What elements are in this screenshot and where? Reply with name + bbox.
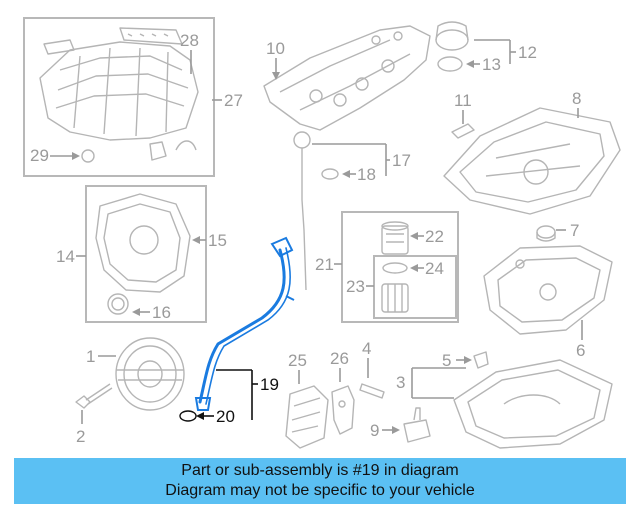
part-13-callout: 13 (466, 55, 501, 74)
part-26-callout: 26 (330, 349, 349, 382)
part-label-29: 29 (30, 146, 49, 165)
part-15-callout: 15 (192, 231, 227, 250)
part-17-callout: 17 (312, 143, 411, 176)
part-label-13: 13 (482, 55, 501, 74)
part-label-26: 26 (330, 349, 349, 368)
gasket-26-drawing (331, 385, 355, 435)
dipstick-tube-drawing (179, 236, 295, 422)
part-label-16: 16 (152, 303, 171, 322)
banner-line-1: Part or sub-assembly is #19 in diagram (181, 462, 459, 479)
part-10-callout: 10 (266, 39, 285, 80)
oil-pan-upper-drawing (443, 107, 621, 215)
valve-cover-drawing (263, 25, 431, 131)
part-27-callout: 27 (212, 91, 243, 110)
dipstick-drawing (293, 131, 339, 291)
part-label-27: 27 (224, 91, 243, 110)
part-5-callout: 5 (442, 351, 472, 370)
intake-manifold-drawing (39, 27, 199, 163)
part-label-10: 10 (266, 39, 285, 58)
part-9-callout: 9 (370, 421, 400, 440)
part-label-15: 15 (208, 231, 227, 250)
part-label-2: 2 (76, 427, 85, 446)
part-21-callout: 21 (315, 255, 342, 274)
part-12-callout: 12 (474, 39, 537, 64)
part-label-9: 9 (370, 421, 379, 440)
part-label-24: 24 (425, 259, 444, 278)
part-4-callout: 4 (359, 339, 385, 399)
banner-line-2: Diagram may not be specific to your vehi… (165, 482, 475, 499)
timing-cover-drawing (95, 193, 191, 315)
part-16-callout: 16 (132, 303, 171, 322)
info-banner: Part or sub-assembly is #19 in diagram D… (14, 458, 626, 504)
part-22-callout: 22 (410, 227, 444, 246)
part-1-callout: 1 (86, 347, 116, 366)
part-label-22: 22 (425, 227, 444, 246)
part-label-6: 6 (576, 341, 585, 360)
part-label-28: 28 (180, 31, 199, 50)
part-label-12: 12 (518, 43, 537, 62)
part-label-18: 18 (357, 165, 376, 184)
part-23-callout: 23 (346, 277, 374, 296)
part-28-callout: 28 (180, 31, 199, 74)
part-11-callout: 11 (451, 91, 475, 139)
part-label-25: 25 (288, 351, 307, 370)
part-label-7: 7 (570, 221, 579, 240)
part-label-23: 23 (346, 277, 365, 296)
oil-sensor-drawing (403, 407, 431, 443)
oil-filter-subgroup-box (373, 255, 457, 319)
timing-cover-group-box (85, 185, 207, 323)
part-label-20: 20 (216, 407, 235, 426)
part-24-callout: 24 (410, 259, 444, 278)
part-25-callout: 25 (288, 351, 307, 384)
part-label-3: 3 (396, 373, 405, 392)
oil-pan-baffle-drawing (483, 245, 613, 335)
part-3-callout: 3 (396, 367, 466, 399)
part-19-callout: 19 (216, 369, 279, 420)
part-18-callout: 18 (342, 165, 376, 184)
part-label-17: 17 (392, 151, 411, 170)
part-14-callout: 14 (56, 247, 86, 266)
part-20-callout: 20 (196, 407, 235, 426)
part-label-19: 19 (260, 375, 279, 394)
part-2-callout: 2 (76, 410, 85, 446)
part-6-callout: 6 (576, 320, 585, 360)
oil-filter-drawing (381, 221, 409, 313)
part-7-drawing (536, 225, 556, 242)
part-label-8: 8 (572, 89, 581, 108)
crank-pulley-drawing (115, 337, 185, 411)
part-label-4: 4 (362, 339, 371, 358)
crank-bolt-drawing (75, 383, 113, 409)
part-29-callout: 29 (30, 146, 80, 165)
oil-pan-lower-drawing (453, 351, 613, 449)
part-label-21: 21 (315, 255, 334, 274)
part-label-5: 5 (442, 351, 451, 370)
part-label-14: 14 (56, 247, 75, 266)
part-label-11: 11 (454, 91, 472, 110)
part-7-callout: 7 (556, 221, 579, 240)
intake-manifold-group-box (23, 17, 215, 177)
oil-filler-cap-drawing (435, 21, 469, 72)
oil-filter-group-box (341, 211, 459, 323)
oil-cooler-drawing (285, 385, 329, 449)
part-8-callout: 8 (572, 89, 581, 118)
part-label-1: 1 (86, 347, 95, 366)
